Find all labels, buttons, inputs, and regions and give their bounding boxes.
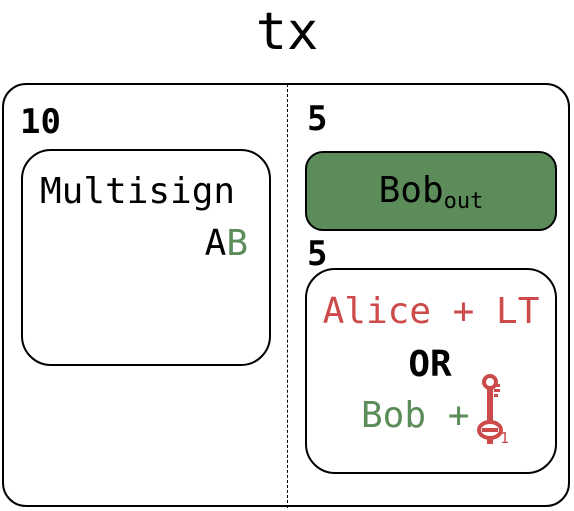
input-amount: 10 [20,102,61,142]
multisig-input-box [21,149,271,366]
key-icon: 1 [477,374,509,447]
transaction-box [2,83,570,507]
bob-condition: Bob + [361,395,470,436]
output-2-amount: 5 [307,234,328,274]
key-subscript: 1 [500,429,509,447]
input-output-divider [287,84,288,508]
multisig-keys: AB [0,222,248,266]
bob-out-subscript: out [443,188,484,214]
multisig-label: Multisign [40,171,236,212]
htlc-script-box [305,268,557,474]
bob-out-label: Bob [378,170,444,211]
key-a-label: A [204,223,227,264]
or-label: OR [408,344,452,385]
tx-title: tx [255,2,319,62]
alice-condition: Alice + LT [322,291,540,332]
key-b-label: B [226,223,248,264]
output-1-amount: 5 [307,99,328,139]
